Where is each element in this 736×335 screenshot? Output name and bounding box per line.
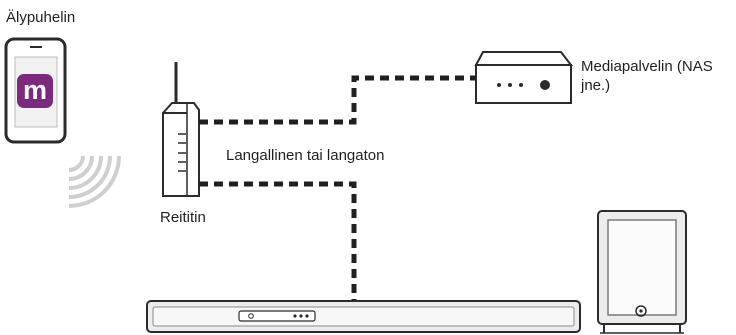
- media-server-icon: [474, 51, 574, 104]
- connection-label: Langallinen tai langaton: [226, 147, 384, 164]
- router-to-soundbar-line: [199, 181, 357, 301]
- soundbar-icon: [146, 300, 581, 333]
- smartphone-label: Älypuhelin: [6, 9, 75, 26]
- wireless-signal-icon: [68, 155, 121, 208]
- media-server-label-line1: Mediapalvelin (NAS: [581, 58, 713, 75]
- router-to-media-server-line: [199, 75, 475, 125]
- app-icon-letter: m: [23, 75, 47, 105]
- router-icon: [162, 62, 200, 197]
- router-label: Reititin: [160, 209, 206, 226]
- media-server-label-line2: jne.): [580, 77, 610, 94]
- app-icon: m: [17, 74, 53, 108]
- subwoofer-icon: [597, 210, 687, 334]
- app-icon-background: [17, 74, 53, 108]
- connection-lines: [199, 75, 475, 301]
